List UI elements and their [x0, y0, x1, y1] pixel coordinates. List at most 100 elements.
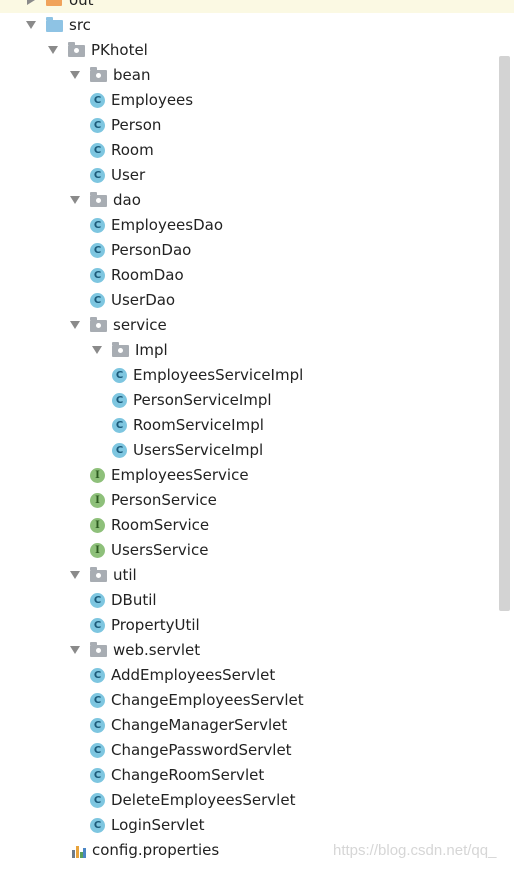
interface-icon: I [90, 493, 105, 508]
tree-item-label[interactable]: bean [113, 66, 151, 84]
tree-row[interactable]: config.properties [0, 838, 514, 863]
tree-item-label[interactable]: service [113, 316, 167, 334]
tree-row[interactable]: web.servlet [0, 638, 514, 663]
tree-item-label[interactable]: AddEmployeesServlet [111, 666, 276, 684]
tree-item-label[interactable]: PersonServiceImpl [133, 391, 272, 409]
tree-item-label[interactable]: PKhotel [91, 41, 148, 59]
class-icon: C [90, 243, 105, 258]
expand-arrow-icon[interactable] [70, 321, 80, 329]
tree-row[interactable]: service [0, 313, 514, 338]
tree-item-label[interactable]: DeleteEmployeesServlet [111, 791, 296, 809]
tree-item-label[interactable]: PersonService [111, 491, 217, 509]
tree-row[interactable]: dao [0, 188, 514, 213]
package-icon [90, 192, 107, 207]
tree-item-label[interactable]: out [69, 0, 94, 9]
tree-item-label[interactable]: config.properties [92, 841, 220, 859]
tree-row[interactable]: C Room [0, 138, 514, 163]
tree-item-label[interactable]: web.servlet [113, 641, 201, 659]
folder-icon [46, 0, 62, 6]
class-icon: C [90, 693, 105, 708]
tree-row[interactable]: C Employees [0, 88, 514, 113]
tree-item-label[interactable]: UsersServiceImpl [133, 441, 264, 459]
tree-item-label[interactable]: RoomDao [111, 266, 184, 284]
tree-item-label[interactable]: EmployeesDao [111, 216, 224, 234]
tree-item-label[interactable]: PersonDao [111, 241, 192, 259]
tree-item-label[interactable]: DButil [111, 591, 157, 609]
tree-item-label[interactable]: RoomService [111, 516, 210, 534]
tree-row[interactable]: src [0, 13, 514, 38]
vertical-scrollbar[interactable] [499, 56, 510, 611]
expand-arrow-icon[interactable] [26, 21, 36, 29]
tree-item-label[interactable]: dao [113, 191, 141, 209]
tree-item-label[interactable]: UserDao [111, 291, 176, 309]
tree-item-label[interactable]: EmployeesServiceImpl [133, 366, 304, 384]
class-icon: C [112, 368, 127, 383]
tree-row[interactable]: out [0, 0, 514, 13]
class-icon: C [90, 768, 105, 783]
tree-item-label[interactable]: ChangeEmployeesServlet [111, 691, 304, 709]
class-icon: C [90, 818, 105, 833]
class-icon: C [112, 443, 127, 458]
tree-item-label[interactable]: ChangeManagerServlet [111, 716, 288, 734]
tree-row[interactable]: C PersonDao [0, 238, 514, 263]
class-icon: C [90, 118, 105, 133]
tree-row[interactable]: C ChangeRoomServlet [0, 763, 514, 788]
tree-item-label[interactable]: Room [111, 141, 154, 159]
tree-row[interactable]: C LoginServlet [0, 813, 514, 838]
tree-item-label[interactable]: User [111, 166, 146, 184]
tree-item-label[interactable]: PropertyUtil [111, 616, 200, 634]
package-icon [90, 67, 107, 82]
tree-row[interactable]: I PersonService [0, 488, 514, 513]
tree-item-label[interactable]: ChangePasswordServlet [111, 741, 292, 759]
class-icon: C [90, 143, 105, 158]
class-icon: C [90, 718, 105, 733]
watermark: https://blog.csdn.net/qq_ [333, 842, 497, 859]
class-icon: C [90, 668, 105, 683]
package-icon [68, 42, 85, 57]
tree-row[interactable]: C Person [0, 113, 514, 138]
expand-arrow-icon[interactable] [70, 196, 80, 204]
tree-item-label[interactable]: EmployeesService [111, 466, 249, 484]
tree-row[interactable]: C DeleteEmployeesServlet [0, 788, 514, 813]
tree-row[interactable]: C AddEmployeesServlet [0, 663, 514, 688]
tree-item-label[interactable]: Person [111, 116, 162, 134]
tree-item-label[interactable]: src [69, 16, 91, 34]
tree-item-label[interactable]: UsersService [111, 541, 209, 559]
tree-item-label[interactable]: RoomServiceImpl [133, 416, 264, 434]
class-icon: C [90, 793, 105, 808]
expand-arrow-icon[interactable] [92, 346, 102, 354]
tree-row[interactable]: C EmployeesServiceImpl [0, 363, 514, 388]
source-folder-icon [46, 17, 63, 32]
tree-row[interactable]: PKhotel [0, 38, 514, 63]
tree-item-label[interactable]: Employees [111, 91, 194, 109]
tree-row[interactable]: Impl [0, 338, 514, 363]
tree-row[interactable]: C ChangeManagerServlet [0, 713, 514, 738]
tree-item-label[interactable]: LoginServlet [111, 816, 205, 834]
tree-row[interactable]: C UsersServiceImpl [0, 438, 514, 463]
tree-item-label[interactable]: Impl [135, 341, 168, 359]
expand-arrow-icon[interactable] [70, 646, 80, 654]
expand-arrow-icon[interactable] [70, 571, 80, 579]
tree-item-label[interactable]: util [113, 566, 137, 584]
expand-arrow-icon[interactable] [48, 46, 58, 54]
class-icon: C [90, 93, 105, 108]
expand-arrow-icon[interactable] [70, 71, 80, 79]
tree-row[interactable]: util [0, 563, 514, 588]
collapse-arrow-icon[interactable] [27, 0, 35, 5]
tree-item-label[interactable]: ChangeRoomServlet [111, 766, 265, 784]
tree-row[interactable]: bean [0, 63, 514, 88]
tree-row[interactable]: C ChangeEmployeesServlet [0, 688, 514, 713]
